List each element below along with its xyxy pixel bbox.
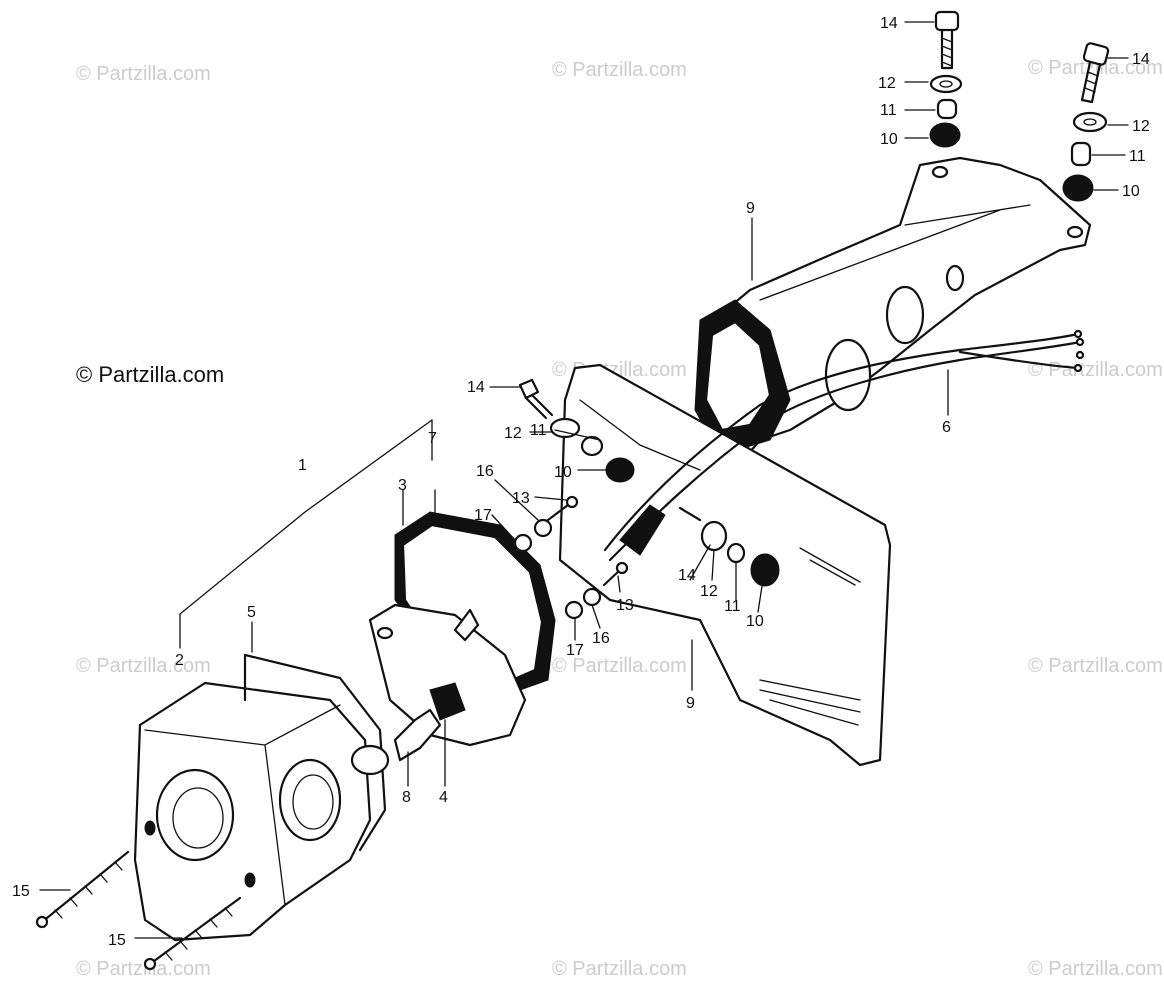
callout-label: 9 — [746, 200, 755, 217]
license-plate-bracket — [558, 363, 892, 767]
callout-label: 14 — [1132, 51, 1150, 68]
rear-fender-bracket — [694, 156, 1092, 472]
callout-label: 11 — [530, 422, 547, 439]
watermark: © Partzilla.com — [76, 958, 211, 980]
callout-label: 11 — [1129, 148, 1146, 165]
watermark: © Partzilla.com — [552, 59, 687, 81]
watermark: © Partzilla.com — [76, 655, 211, 677]
callout-label: 7 — [428, 430, 437, 447]
taillight-bulb — [350, 708, 442, 776]
callout-label: 12 — [1132, 118, 1150, 135]
lens-gasket — [243, 653, 387, 852]
callout-label: 10 — [880, 131, 898, 148]
callout-label: 16 — [476, 463, 494, 480]
fasteners — [35, 10, 1110, 971]
callout-label: 4 — [439, 789, 448, 806]
callout-label: 17 — [474, 507, 492, 524]
callout-label: 15 — [12, 883, 30, 900]
callout-label: 1 — [298, 457, 307, 474]
callout-label: 5 — [247, 604, 256, 621]
watermark-layer: © Partzilla.com © Partzilla.com © Partzi… — [76, 57, 1163, 980]
callout-label: 13 — [616, 597, 634, 614]
callout-label: 14 — [880, 15, 898, 32]
callout-label: 10 — [746, 613, 764, 630]
callout-label: 11 — [724, 598, 741, 615]
watermark: © Partzilla.com — [1028, 958, 1163, 980]
watermark: © Partzilla.com — [552, 958, 687, 980]
callout-label: 2 — [175, 652, 184, 669]
callout-label: 6 — [942, 419, 951, 436]
watermark: © Partzilla.com — [1028, 57, 1163, 79]
callout-label: 14 — [467, 379, 485, 396]
callout-label: 13 — [512, 490, 530, 507]
watermark: © Partzilla.com — [76, 63, 211, 85]
callout-label: 17 — [566, 642, 584, 659]
callout-label: 16 — [592, 630, 610, 647]
watermark: © Partzilla.com — [552, 655, 687, 677]
callout-label: 14 — [678, 567, 696, 584]
callout-label: 9 — [686, 695, 695, 712]
callout-label: 12 — [504, 425, 522, 442]
callout-label: 3 — [398, 477, 407, 494]
callout-labels: 1 2 3 4 5 6 7 8 9 9 10 10 10 10 11 11 11… — [12, 15, 1150, 949]
watermark-main: © Partzilla.com — [76, 362, 224, 387]
callout-label: 11 — [880, 102, 897, 119]
watermark: © Partzilla.com — [1028, 359, 1163, 381]
callout-label: 10 — [1122, 183, 1140, 200]
leader-lines — [39, 21, 1129, 939]
wiring-harness — [603, 329, 1085, 562]
taillight-housing — [133, 681, 372, 942]
callout-label: 12 — [700, 583, 718, 600]
callout-label: 12 — [878, 75, 896, 92]
callout-label: 10 — [554, 464, 572, 481]
callout-label: 8 — [402, 789, 411, 806]
watermark: © Partzilla.com — [1028, 655, 1163, 677]
callout-label: 15 — [108, 932, 126, 949]
bulb-socket-plate — [368, 603, 527, 747]
